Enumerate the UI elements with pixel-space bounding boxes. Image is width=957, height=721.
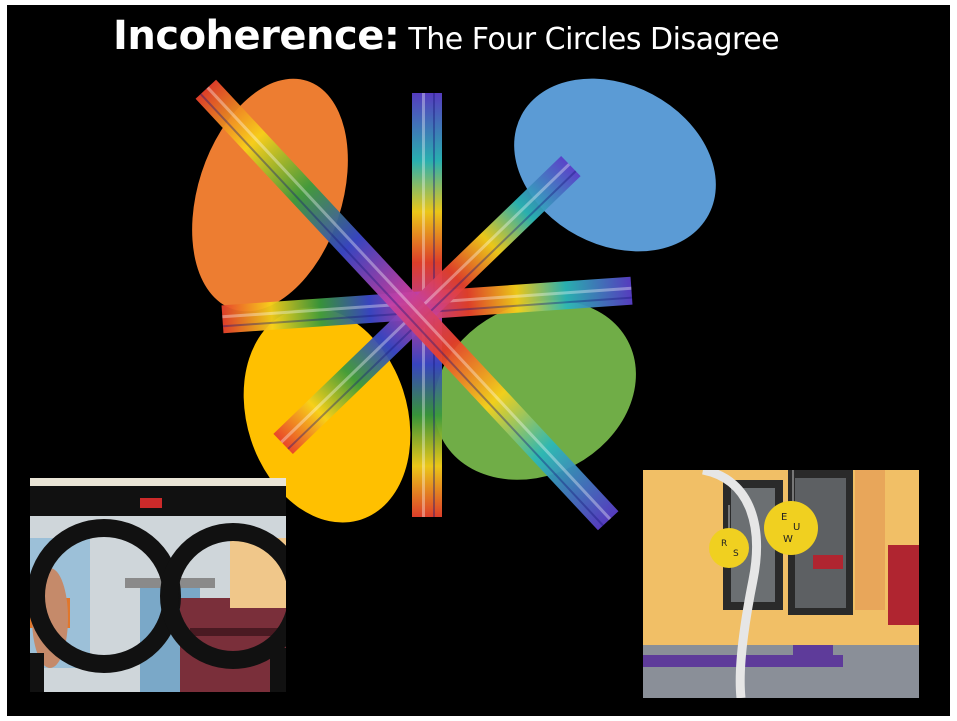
svg-text:E: E xyxy=(781,512,787,523)
orange-circle xyxy=(164,59,375,332)
svg-text:R: R xyxy=(721,539,727,549)
svg-text:U: U xyxy=(793,522,800,533)
svg-text:W: W xyxy=(783,534,793,545)
photo-giant-glasses xyxy=(30,478,286,692)
photo-letter-balls: R S E U W xyxy=(643,470,919,698)
slide: Incoherence: The Four Circles Disagree xyxy=(7,5,950,716)
blue-circle xyxy=(484,45,746,286)
svg-text:S: S xyxy=(733,549,739,559)
